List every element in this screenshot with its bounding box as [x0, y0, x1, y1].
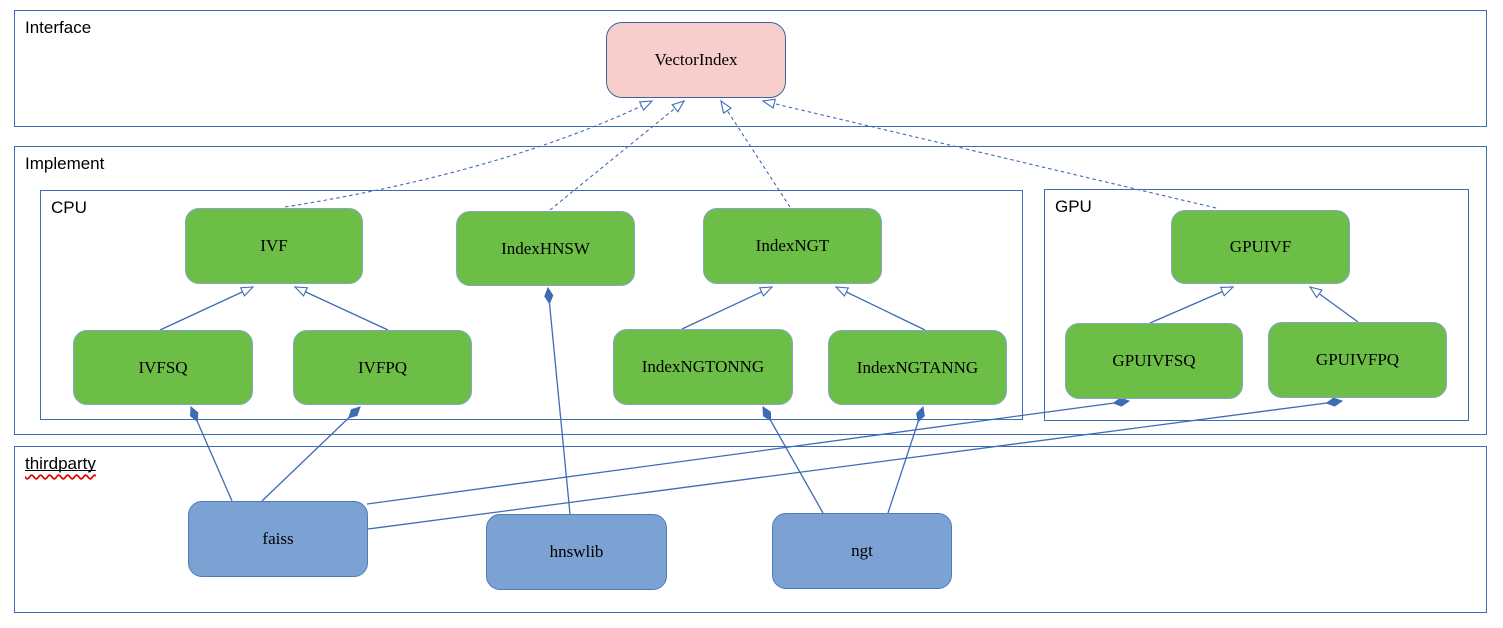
- node-ngt: ngt: [772, 513, 952, 589]
- node-label-hnswlib: hnswlib: [549, 542, 604, 561]
- node-label-GPUIVFPQ: GPUIVFPQ: [1315, 350, 1400, 369]
- node-label-IVFSQ: IVFSQ: [138, 357, 188, 377]
- node-GPUIVFSQ: GPUIVFSQ: [1065, 323, 1243, 399]
- node-GPUIVF: GPUIVF: [1171, 210, 1350, 284]
- node-GPUIVFPQ: GPUIVFPQ: [1268, 322, 1447, 398]
- group-label-thirdparty: thirdparty: [25, 454, 96, 474]
- group-label-text-thirdparty: thirdparty: [25, 454, 96, 473]
- node-IVF: IVF: [185, 208, 363, 284]
- node-IndexNGTANNG: IndexNGTANNG: [828, 330, 1007, 405]
- node-label-GPUIVF: GPUIVF: [1229, 237, 1292, 256]
- node-faiss: faiss: [188, 501, 368, 577]
- node-label-IndexNGTANNG: IndexNGTANNG: [856, 357, 979, 377]
- group-label-cpu: CPU: [51, 198, 87, 217]
- node-label-IVF: IVF: [260, 236, 288, 255]
- node-IVFSQ: IVFSQ: [73, 330, 253, 405]
- node-label-ngt: ngt: [851, 541, 873, 560]
- group-label-interface: Interface: [25, 18, 92, 37]
- node-IndexHNSW: IndexHNSW: [456, 211, 635, 286]
- node-IVFPQ: IVFPQ: [293, 330, 472, 405]
- group-label-implement: Implement: [25, 154, 105, 173]
- node-label-GPUIVFSQ: GPUIVFSQ: [1112, 351, 1196, 370]
- node-label-IndexNGTONNG: IndexNGTONNG: [641, 357, 765, 376]
- node-label-IndexNGT: IndexNGT: [755, 236, 830, 255]
- node-label-VectorIndex: VectorIndex: [654, 50, 738, 69]
- node-hnswlib: hnswlib: [486, 514, 667, 590]
- node-label-faiss: faiss: [262, 529, 294, 548]
- node-IndexNGTONNG: IndexNGTONNG: [613, 329, 793, 405]
- group-label-gpu: GPU: [1055, 197, 1092, 216]
- node-label-IVFPQ: IVFPQ: [357, 357, 408, 377]
- node-IndexNGT: IndexNGT: [703, 208, 882, 284]
- node-VectorIndex: VectorIndex: [606, 22, 786, 98]
- node-label-IndexHNSW: IndexHNSW: [501, 238, 590, 258]
